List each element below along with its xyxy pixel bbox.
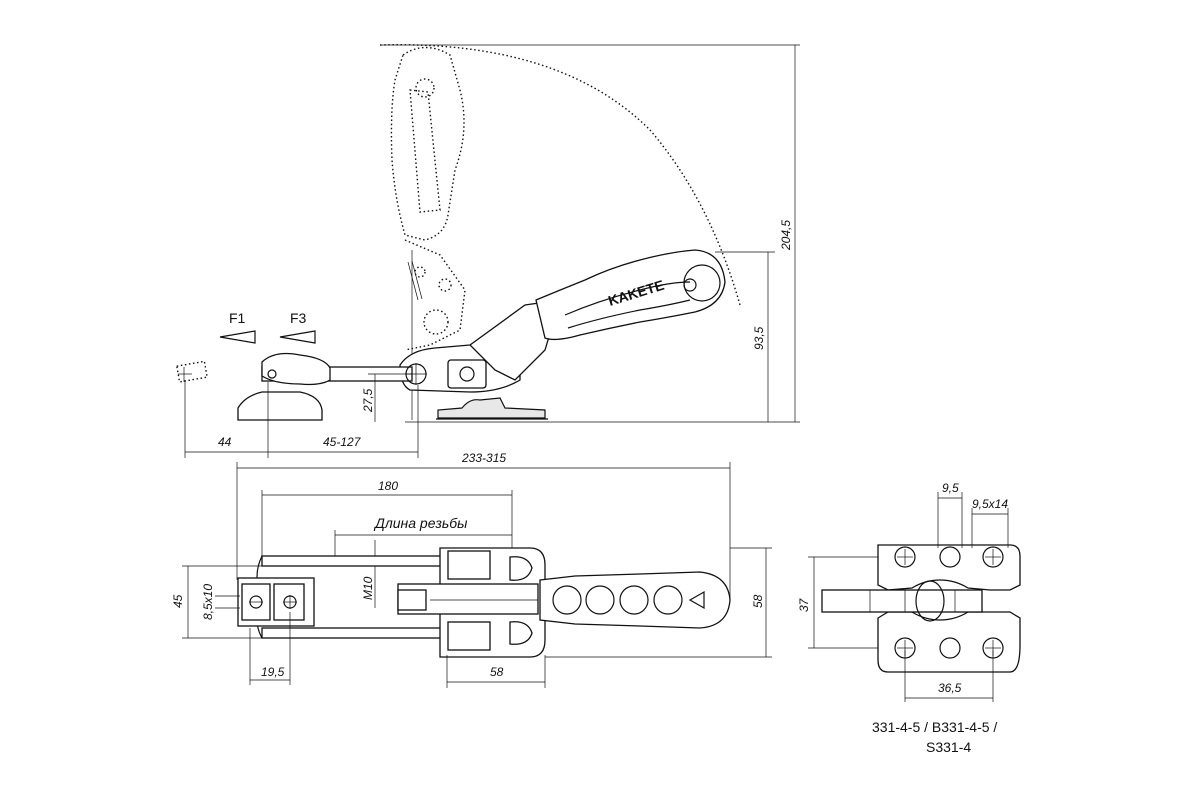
f1-arrow-icon (219, 330, 256, 344)
dim-height-37: 37 (797, 597, 811, 612)
dim-spindle-travel: 45-127 (323, 435, 362, 449)
top-nut-lower (447, 621, 491, 651)
clamp-base (437, 397, 546, 419)
mount-hole-bm (939, 637, 961, 659)
f3-label: F3 (290, 310, 307, 326)
threaded-rod-lower (261, 627, 463, 639)
dim-slot: 8,5x10 (201, 584, 215, 620)
dim-handle-height: 93,5 (752, 326, 766, 350)
spindle-pad (261, 352, 331, 386)
lever-arm (469, 299, 561, 381)
dim-base-length-58: 58 (490, 665, 504, 679)
threaded-rod-upper (261, 555, 463, 567)
dim-offset-19-5: 19,5 (261, 665, 285, 679)
dim-overall-height: 204,5 (779, 220, 793, 251)
raised-handle-ghost (390, 46, 466, 351)
dim-spindle-height: 27,5 (361, 388, 375, 413)
dim-hole-9-5: 9,5 (942, 481, 959, 495)
dim-length-180: 180 (378, 479, 398, 493)
top-handle-grip (539, 571, 731, 629)
dim-width-45: 45 (171, 594, 185, 608)
mount-hole-tr (982, 546, 1004, 568)
base-center-bar (821, 589, 983, 613)
thread-length-label: Длина резьбы (373, 515, 468, 531)
side-view: KAKETE F1 F3 204,5 93,5 27,5 (175, 44, 800, 458)
mount-hole-tm (939, 546, 961, 568)
dim-spacing-36-5: 36,5 (938, 681, 962, 695)
f1-label: F1 (229, 310, 246, 326)
dim-width-58: 58 (751, 594, 765, 608)
spindle-foot (237, 391, 323, 421)
f3-arrow-icon (279, 330, 316, 344)
mount-hole-tl (894, 546, 916, 568)
dim-thread-size: M10 (361, 576, 375, 600)
top-view: 233-315 180 Длина резьбы M10 (171, 451, 772, 688)
dim-slot-9-5x14: 9,5x14 (972, 497, 1008, 511)
handle-grip (535, 249, 726, 341)
model-codes-line2: S331-4 (926, 739, 971, 755)
dim-spindle-offset: 44 (218, 435, 232, 449)
top-nut-upper (447, 550, 491, 580)
base-view: 9,5 9,5x14 37 36,5 331-4-5 / B331-4-5 / … (797, 481, 1021, 755)
dim-overall-length: 233-315 (461, 451, 506, 465)
handle-swing-arc (379, 44, 741, 306)
model-codes-line1: 331-4-5 / B331-4-5 / (872, 719, 997, 735)
